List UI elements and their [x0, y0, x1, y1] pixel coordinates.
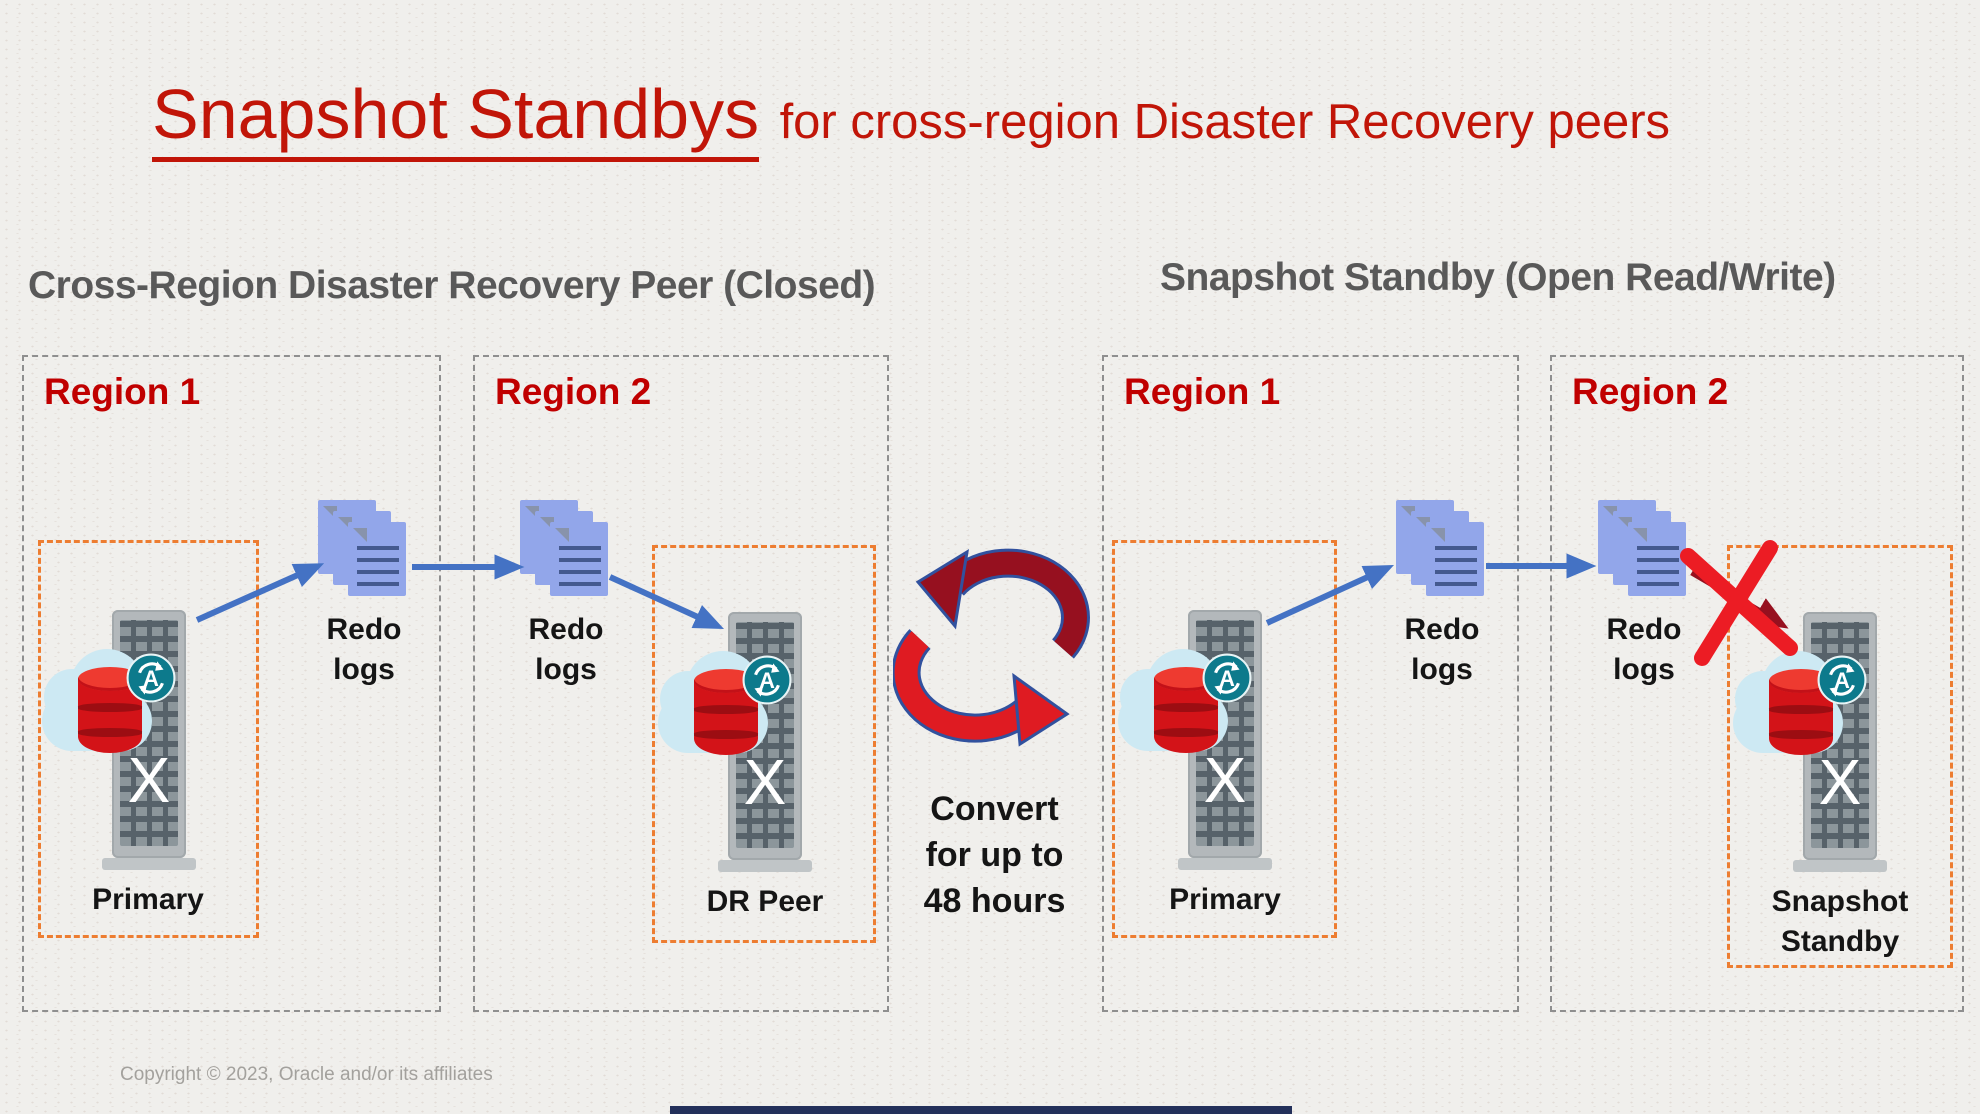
redo-logs-icon [520, 500, 614, 598]
redo-logs-label: Redo logs [254, 610, 474, 690]
snapshot-standby-label-line1: Snapshot [1771, 885, 1909, 918]
redo-logs-icon [318, 500, 412, 598]
badge-letter: A [143, 666, 159, 691]
left-region2-box: Region 2 [473, 355, 889, 1012]
convert-caption: Convert for up to 48 hours [872, 786, 1117, 924]
redo-logs-icon [1396, 500, 1490, 598]
server-base [718, 860, 812, 872]
redo-label-line2: logs [535, 653, 597, 686]
server-x-label: X [1818, 746, 1862, 818]
primary-left-highlight-box [38, 540, 259, 938]
left-region1-box: Region 1 [22, 355, 441, 1012]
right-region1-label: Region 1 [1124, 371, 1281, 412]
convert-line2: for up to [925, 836, 1064, 874]
primary-left-label: Primary [92, 883, 204, 916]
badge-letter: A [1834, 668, 1850, 693]
dr-peer-node: X A [658, 607, 848, 877]
server-base [1178, 858, 1272, 870]
autonomous-badge-icon: A [126, 653, 176, 703]
title-suffix: for cross-region Disaster Recovery peers [779, 95, 1671, 149]
server-base [102, 858, 196, 870]
primary-right-highlight-box [1112, 540, 1337, 938]
title-main: Snapshot Standbys [152, 75, 760, 162]
redo-label-line2: logs [333, 653, 395, 686]
snapshot-standby-label: Snapshot Standby [1730, 882, 1950, 962]
doc-front [1426, 522, 1484, 596]
redo-label-line1: Redo [1606, 613, 1682, 646]
redo-logs-label: Redo logs [1332, 610, 1552, 690]
primary-right-node: X A [1118, 605, 1308, 875]
badge-letter: A [1219, 666, 1235, 691]
redo-logs-icon [1598, 500, 1692, 598]
snapshot-standby-highlight-box [1727, 545, 1953, 968]
left-region1-label: Region 1 [44, 371, 201, 412]
right-section-header: Snapshot Standby (Open Read/Write) [1160, 256, 1836, 299]
convert-cycle-icon [891, 534, 1090, 758]
doc-text-lines [357, 542, 399, 586]
redo-logs-label: Redo logs [1534, 610, 1754, 690]
page-title: Snapshot Standbys for cross-region Disas… [152, 74, 1671, 162]
autonomous-badge-icon: A [1202, 653, 1252, 703]
autonomous-badge-icon: A [1817, 655, 1867, 705]
server-x-label: X [743, 746, 787, 818]
right-region2-box: Region 2 [1550, 355, 1964, 1012]
primary-right-label: Primary [1169, 883, 1281, 916]
doc-text-lines [1637, 542, 1679, 586]
left-section-header: Cross-Region Disaster Recovery Peer (Clo… [28, 264, 876, 307]
redo-label-line1: Redo [1404, 613, 1480, 646]
left-region2-label: Region 2 [495, 371, 652, 412]
doc-front [348, 522, 406, 596]
redo-label-line2: logs [1411, 653, 1473, 686]
redo-label-line2: logs [1613, 653, 1675, 686]
doc-text-lines [1435, 542, 1477, 586]
redo-logs-label: Redo logs [456, 610, 676, 690]
dr-peer-label: DR Peer [706, 885, 824, 918]
server-base [1793, 860, 1887, 872]
redo-label-line1: Redo [528, 613, 604, 646]
autonomous-badge-icon: A [742, 655, 792, 705]
doc-text-lines [559, 542, 601, 586]
doc-front [550, 522, 608, 596]
convert-line3: 48 hours [923, 882, 1066, 920]
server-x-label: X [1203, 744, 1247, 816]
bottom-progress-bar [670, 1106, 1292, 1114]
redo-label-line1: Redo [326, 613, 402, 646]
convert-line1: Convert [930, 790, 1059, 828]
doc-front [1628, 522, 1686, 596]
right-region1-box: Region 1 [1102, 355, 1519, 1012]
copyright-text: Copyright © 2023, Oracle and/or its affi… [120, 1064, 493, 1085]
snapshot-standby-node: X A [1733, 607, 1923, 877]
server-x-label: X [127, 744, 171, 816]
right-region2-label: Region 2 [1572, 371, 1729, 412]
primary-left-node: X A [42, 605, 232, 875]
badge-letter: A [759, 668, 775, 693]
dr-peer-highlight-box [652, 545, 876, 943]
snapshot-standby-label-line2: Standby [1780, 925, 1900, 958]
